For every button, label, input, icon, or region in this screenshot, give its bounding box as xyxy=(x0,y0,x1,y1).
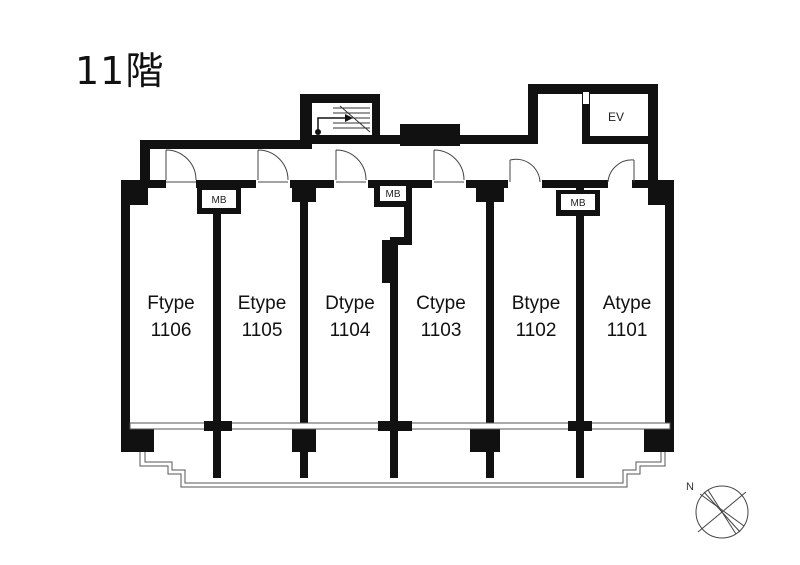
compass-icon xyxy=(695,485,749,539)
unit-number-label: 1104 xyxy=(330,320,371,341)
south-facade xyxy=(129,421,671,431)
balcony-outline xyxy=(139,450,666,488)
unit-type-label: Ftype xyxy=(147,293,195,314)
unit-type-label: Ctype xyxy=(416,293,466,314)
unit-number-label: 1101 xyxy=(607,320,648,341)
unit-type-label: Etype xyxy=(238,293,287,314)
meter-box-label: MB xyxy=(571,198,586,209)
floor-title: 11階 xyxy=(75,49,165,93)
unit-type-label: Dtype xyxy=(325,293,375,314)
party-walls xyxy=(213,180,584,478)
meter-box-label: MB xyxy=(386,189,401,200)
door-swings xyxy=(165,149,635,183)
stair-core xyxy=(300,94,380,140)
unit-type-label: Btype xyxy=(512,293,561,314)
perimeter-walls xyxy=(121,180,674,452)
compass-north-label: N xyxy=(686,481,694,493)
stair-arrow-icon xyxy=(315,114,353,135)
unit-number-label: 1105 xyxy=(242,320,283,341)
elevator-core xyxy=(528,84,658,184)
corridor-wall xyxy=(140,124,535,184)
unit-number-label: 1106 xyxy=(151,320,192,341)
unit-type-label: Atype xyxy=(603,293,652,314)
unit-number-label: 1103 xyxy=(421,320,462,341)
elevator-label: EV xyxy=(608,110,624,124)
meter-boxes xyxy=(197,181,600,216)
unit-number-label: 1102 xyxy=(516,320,557,341)
meter-box-label: MB xyxy=(212,195,227,206)
